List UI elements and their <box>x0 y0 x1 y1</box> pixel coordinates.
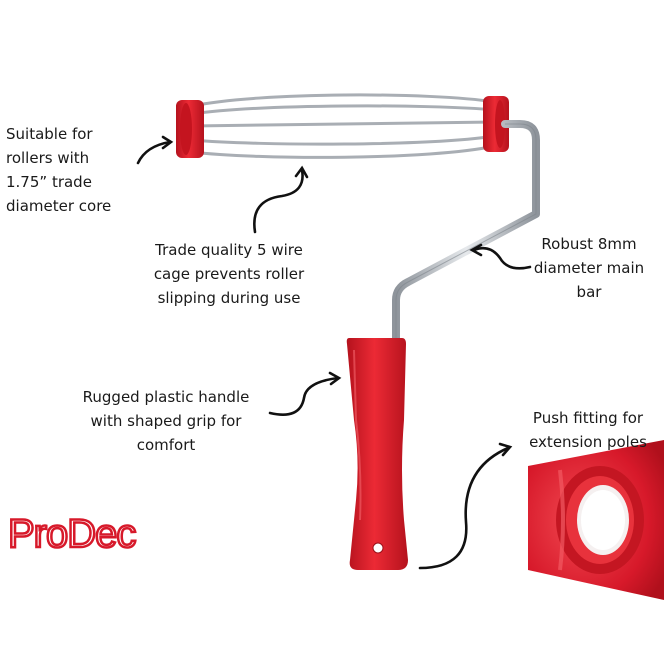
callout-roller-core: Suitable for rollers with 1.75” trade di… <box>6 125 112 215</box>
callout-handle: Rugged plastic handle with shaped grip f… <box>82 388 250 454</box>
arrow-roller-core <box>136 140 172 165</box>
callout-push-fitting: Push fitting for extension poles <box>529 409 647 451</box>
handle-brand-text: ProDec <box>339 478 356 531</box>
push-fitting-closeup <box>528 440 664 600</box>
hang-hole <box>372 542 384 554</box>
callout-main-bar: Robust 8mm diameter main bar <box>533 235 645 301</box>
handle <box>346 338 408 570</box>
wire-cage <box>191 93 496 159</box>
callout-arrows <box>136 135 532 570</box>
left-end-cap <box>176 100 204 158</box>
right-end-cap <box>483 96 509 152</box>
callout-wire-cage: Trade quality 5 wire cage prevents rolle… <box>153 241 305 307</box>
prodec-logo: ProDec <box>7 511 138 558</box>
main-bar <box>392 120 540 349</box>
arrow-handle <box>268 376 340 416</box>
arrow-push-fitting <box>418 446 510 570</box>
arrow-wire-cage <box>253 168 304 234</box>
arrow-main-bar <box>472 246 532 270</box>
